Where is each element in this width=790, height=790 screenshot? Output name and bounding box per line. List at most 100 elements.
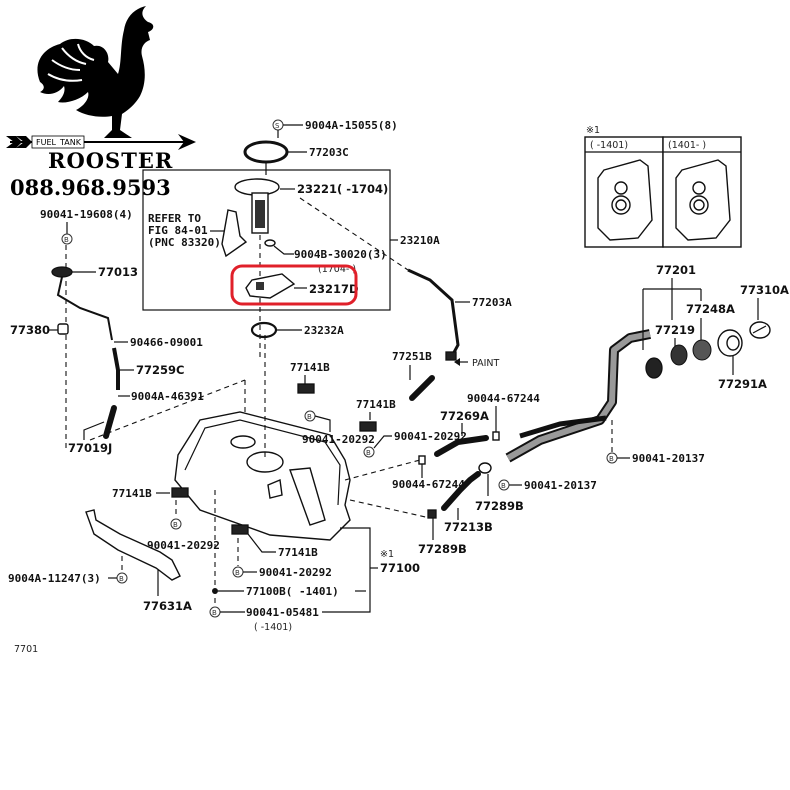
- clamp-77289b-1: [478, 462, 492, 474]
- label-77310a[interactable]: 77310A: [740, 283, 789, 297]
- label-23232a[interactable]: 23232A: [304, 324, 344, 337]
- brand-phone: 088.968.9593: [10, 175, 171, 200]
- label-77019j[interactable]: 77019J: [68, 441, 112, 455]
- bolt-icon: [363, 446, 375, 458]
- bracket-77141b-3: [171, 487, 189, 498]
- hose-77269a: [434, 435, 489, 457]
- label-23221[interactable]: 23221( -1704): [297, 182, 388, 196]
- bracket-77141b-2: [359, 421, 377, 432]
- label-90466-09001[interactable]: 90466-09001: [130, 336, 203, 349]
- bolt-glyph: B: [307, 413, 312, 421]
- protector-group: B 9004A-11247(3) 77631A: [8, 509, 192, 613]
- label-77631a[interactable]: 77631A: [143, 599, 192, 613]
- plug-77100b: [212, 588, 218, 594]
- label-90041-20292-4[interactable]: 90041-20292: [259, 566, 332, 579]
- label-9004a-11247[interactable]: 9004A-11247(3): [8, 572, 101, 585]
- label-77100-mark: ※1: [380, 549, 394, 560]
- label-77213b[interactable]: 77213B: [444, 520, 493, 534]
- label-77201[interactable]: 77201: [656, 263, 696, 277]
- label-77141b-2[interactable]: 77141B: [356, 398, 396, 411]
- label-77251b[interactable]: 77251B: [392, 350, 432, 363]
- label-77013[interactable]: 77013: [98, 265, 138, 279]
- nut-9004b-30020: [264, 239, 276, 247]
- o-ring-23232a: [250, 321, 278, 339]
- label-90041-20292-2[interactable]: 90041-20292: [394, 430, 467, 443]
- tank-gasket-variant-1: [597, 159, 653, 241]
- label-77289b-1[interactable]: 77289B: [475, 499, 524, 513]
- label-77259c[interactable]: 77259C: [136, 363, 184, 377]
- label-90041-19608[interactable]: 90041-19608(4): [40, 208, 133, 221]
- label-77219[interactable]: 77219: [655, 323, 695, 337]
- bolt-icon: [170, 518, 182, 530]
- label-23210a[interactable]: 23210A: [400, 234, 440, 247]
- bolt-glyph: B: [235, 569, 240, 577]
- inset-col1-header: ( -1401): [590, 140, 628, 151]
- gasket-ring-77203c: [243, 140, 289, 164]
- fuel-pump-assembly-group: S 9004A-15055(8) 77203C 23221( -1704) RE…: [142, 119, 440, 360]
- vent-tube-group: 77203A PAINT 77251B: [299, 197, 512, 401]
- label-77100[interactable]: 77100: [380, 561, 420, 575]
- label-77203a[interactable]: 77203A: [472, 296, 512, 309]
- clip-77380: [57, 323, 69, 335]
- fuel-cap-77310a: [749, 321, 771, 339]
- rooster-icon: [37, 6, 154, 138]
- label-77100b[interactable]: 77100B( -1401): [246, 585, 339, 598]
- label-23217d[interactable]: 23217D: [309, 282, 359, 296]
- label-9004a-15055[interactable]: 9004A-15055(8): [305, 119, 398, 132]
- brand-name: ROOSTER: [48, 148, 173, 173]
- grommet-77013: [51, 266, 73, 278]
- label-9004b-30020[interactable]: 9004B-30020(3): [294, 248, 387, 261]
- refer-note-line2[interactable]: FIG 84-01: [148, 224, 208, 237]
- fuel-tank-tag: [31, 135, 85, 149]
- protector-77631a: [85, 509, 181, 581]
- label-90041-20292-1[interactable]: 90041-20292: [302, 433, 375, 446]
- label-77291a[interactable]: 77291A: [718, 377, 767, 391]
- rooster-logo: FUEL TANK ROOSTER 088.968.9593: [6, 6, 196, 200]
- bracket-77141b-1: [297, 383, 315, 394]
- label-77141b-4[interactable]: 77141B: [278, 546, 318, 559]
- label-77141b-1[interactable]: 77141B: [290, 361, 330, 374]
- fuel-tank-77100: [89, 335, 351, 541]
- page-code: 7701: [14, 644, 38, 655]
- refer-note-line3: (PNC 83320): [148, 236, 221, 249]
- label-77269a[interactable]: 77269A: [440, 409, 489, 423]
- label-77203c[interactable]: 77203C: [309, 146, 349, 159]
- bolt-glyph: B: [173, 521, 178, 529]
- label-77141b-3[interactable]: 77141B: [112, 487, 152, 500]
- hose-77251b: [409, 375, 435, 401]
- highlight-box: [230, 264, 358, 306]
- bracket-group: 77141B B 90041-20292 77141B B 90041-2029…: [112, 361, 467, 579]
- label-90041-05481[interactable]: 90041-05481: [246, 606, 319, 619]
- paint-label: PAINT: [472, 358, 500, 369]
- clamp-90044-67244-2: [418, 455, 426, 465]
- label-9004a-46391[interactable]: 9004A-46391: [131, 390, 204, 403]
- label-77289b-2[interactable]: 77289B: [418, 542, 467, 556]
- filler-neck-end: [645, 357, 663, 379]
- label-90041-20137-2[interactable]: 90041-20137: [632, 452, 705, 465]
- label-77248a[interactable]: 77248A: [686, 302, 735, 316]
- label-90044-67244-2[interactable]: 90044-67244: [392, 478, 465, 491]
- inset-panel: ※1 ( -1401) (1401- ): [584, 125, 742, 248]
- inset-col2-header: (1401- ): [668, 140, 706, 151]
- ring-77219: [670, 344, 688, 366]
- left-cable-group: 90041-19608(4) B 77013 77380 90466-09001…: [10, 208, 204, 455]
- ring-77248a: [692, 339, 712, 361]
- inset-mark: ※1: [586, 125, 600, 136]
- filler-group: 90044-67244 77269A 90044-67244 77213B 77…: [344, 263, 789, 556]
- hose-77019j: [103, 405, 117, 439]
- label-77380[interactable]: 77380: [10, 323, 50, 337]
- bolt-icon: [61, 233, 73, 245]
- bolt-glyph: B: [366, 449, 371, 457]
- fuel-filter-23217d: [245, 273, 296, 299]
- label-9004b-30020-range: (1704- ): [318, 264, 356, 275]
- clamp-90044-67244-1: [492, 431, 500, 441]
- label-90041-20137-1[interactable]: 90041-20137: [524, 479, 597, 492]
- bracket-77141b-4: [231, 524, 249, 535]
- tag-fuel: FUEL: [36, 138, 57, 147]
- refer-note-line1: REFER TO: [148, 212, 201, 225]
- tag-tank: TANK: [59, 138, 82, 147]
- label-90041-20292-3[interactable]: 90041-20292: [147, 539, 220, 552]
- clamp-77289b-2: [427, 509, 437, 519]
- label-90044-67244-1[interactable]: 90044-67244: [467, 392, 540, 405]
